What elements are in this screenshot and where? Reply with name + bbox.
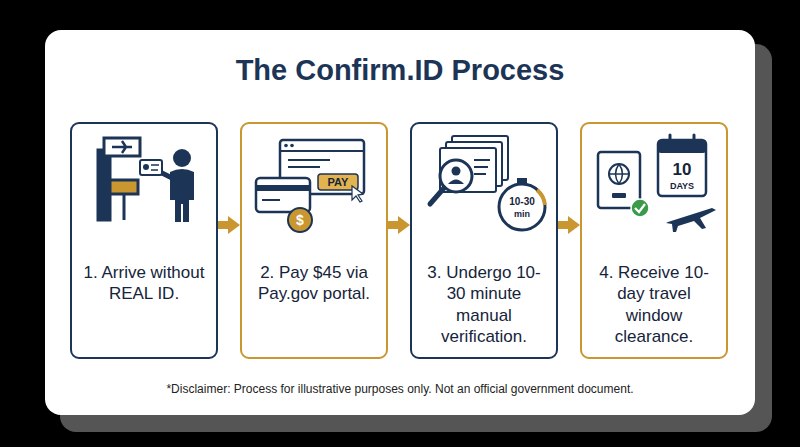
credit-card — [256, 178, 310, 212]
flow-arrow — [558, 221, 572, 229]
button-text: PAY — [328, 177, 349, 188]
gate-sign — [104, 138, 140, 156]
turnstile — [110, 180, 138, 194]
passport-globe — [609, 164, 629, 184]
diagram-title: The Confirm.ID Process — [45, 54, 755, 87]
check-mark — [635, 204, 645, 212]
calendar-rings — [670, 135, 694, 145]
check-badge — [631, 199, 649, 217]
document — [440, 148, 496, 192]
plane-icon — [666, 208, 716, 232]
process-box: 1. Arrive without REAL ID. — [70, 122, 218, 359]
payment-icon — [256, 140, 364, 232]
magnifier-person — [452, 167, 461, 176]
magnifier-person — [448, 180, 464, 185]
coin — [288, 208, 312, 232]
timer-unit: min — [514, 210, 530, 219]
process-box: 4. Receive 10-day travel window clearanc… — [580, 122, 728, 359]
timer-text: 10-30 — [509, 197, 535, 207]
stopwatch-arc — [537, 190, 545, 205]
coin-symbol: $ — [296, 213, 304, 227]
magnifier-handle — [430, 188, 444, 204]
gate-pillar — [98, 150, 110, 220]
browser-bar — [280, 150, 364, 152]
id-lines — [151, 165, 159, 170]
cursor — [352, 186, 363, 202]
stopwatch — [499, 184, 545, 230]
browser-dot — [284, 144, 288, 148]
card-number — [262, 199, 280, 201]
id-photo — [143, 164, 149, 170]
card — [45, 30, 755, 415]
calendar-header — [658, 140, 706, 153]
turnstile-post — [123, 194, 126, 220]
passport-chip — [612, 193, 626, 198]
step-text: 4. Receive 10-day travel window clearanc… — [588, 262, 720, 347]
process-box: 3. Undergo 10-30 minute manual verificat… — [410, 122, 558, 359]
step-text: 1. Arrive without REAL ID. — [78, 262, 210, 305]
gate-icon — [98, 138, 140, 220]
flow-arrow — [388, 221, 402, 229]
person-head — [173, 149, 191, 167]
person-icon — [140, 149, 194, 222]
calendar-text: DAYS — [670, 182, 694, 191]
passport-globe — [609, 164, 629, 184]
flow-arrow — [218, 221, 232, 229]
process-box: 2. Pay $45 via Pay.gov portal. — [240, 122, 388, 359]
id-card — [140, 160, 162, 175]
calendar-number: 10 — [673, 161, 692, 178]
step-text: 2. Pay $45 via Pay.gov portal. — [248, 262, 380, 305]
passport — [598, 152, 640, 208]
card-stripe — [256, 185, 310, 191]
clearance-icon — [598, 135, 716, 232]
disclaimer-note: *Disclaimer: Process for illustrative pu… — [166, 383, 633, 395]
document-lines — [474, 160, 490, 174]
verification-icon — [430, 136, 545, 230]
step-text: 3. Undergo 10-30 minute manual verificat… — [418, 262, 550, 347]
browser-dot — [290, 144, 294, 148]
browser-lines — [288, 160, 330, 167]
plane-sign — [112, 141, 132, 153]
calendar — [658, 140, 706, 196]
